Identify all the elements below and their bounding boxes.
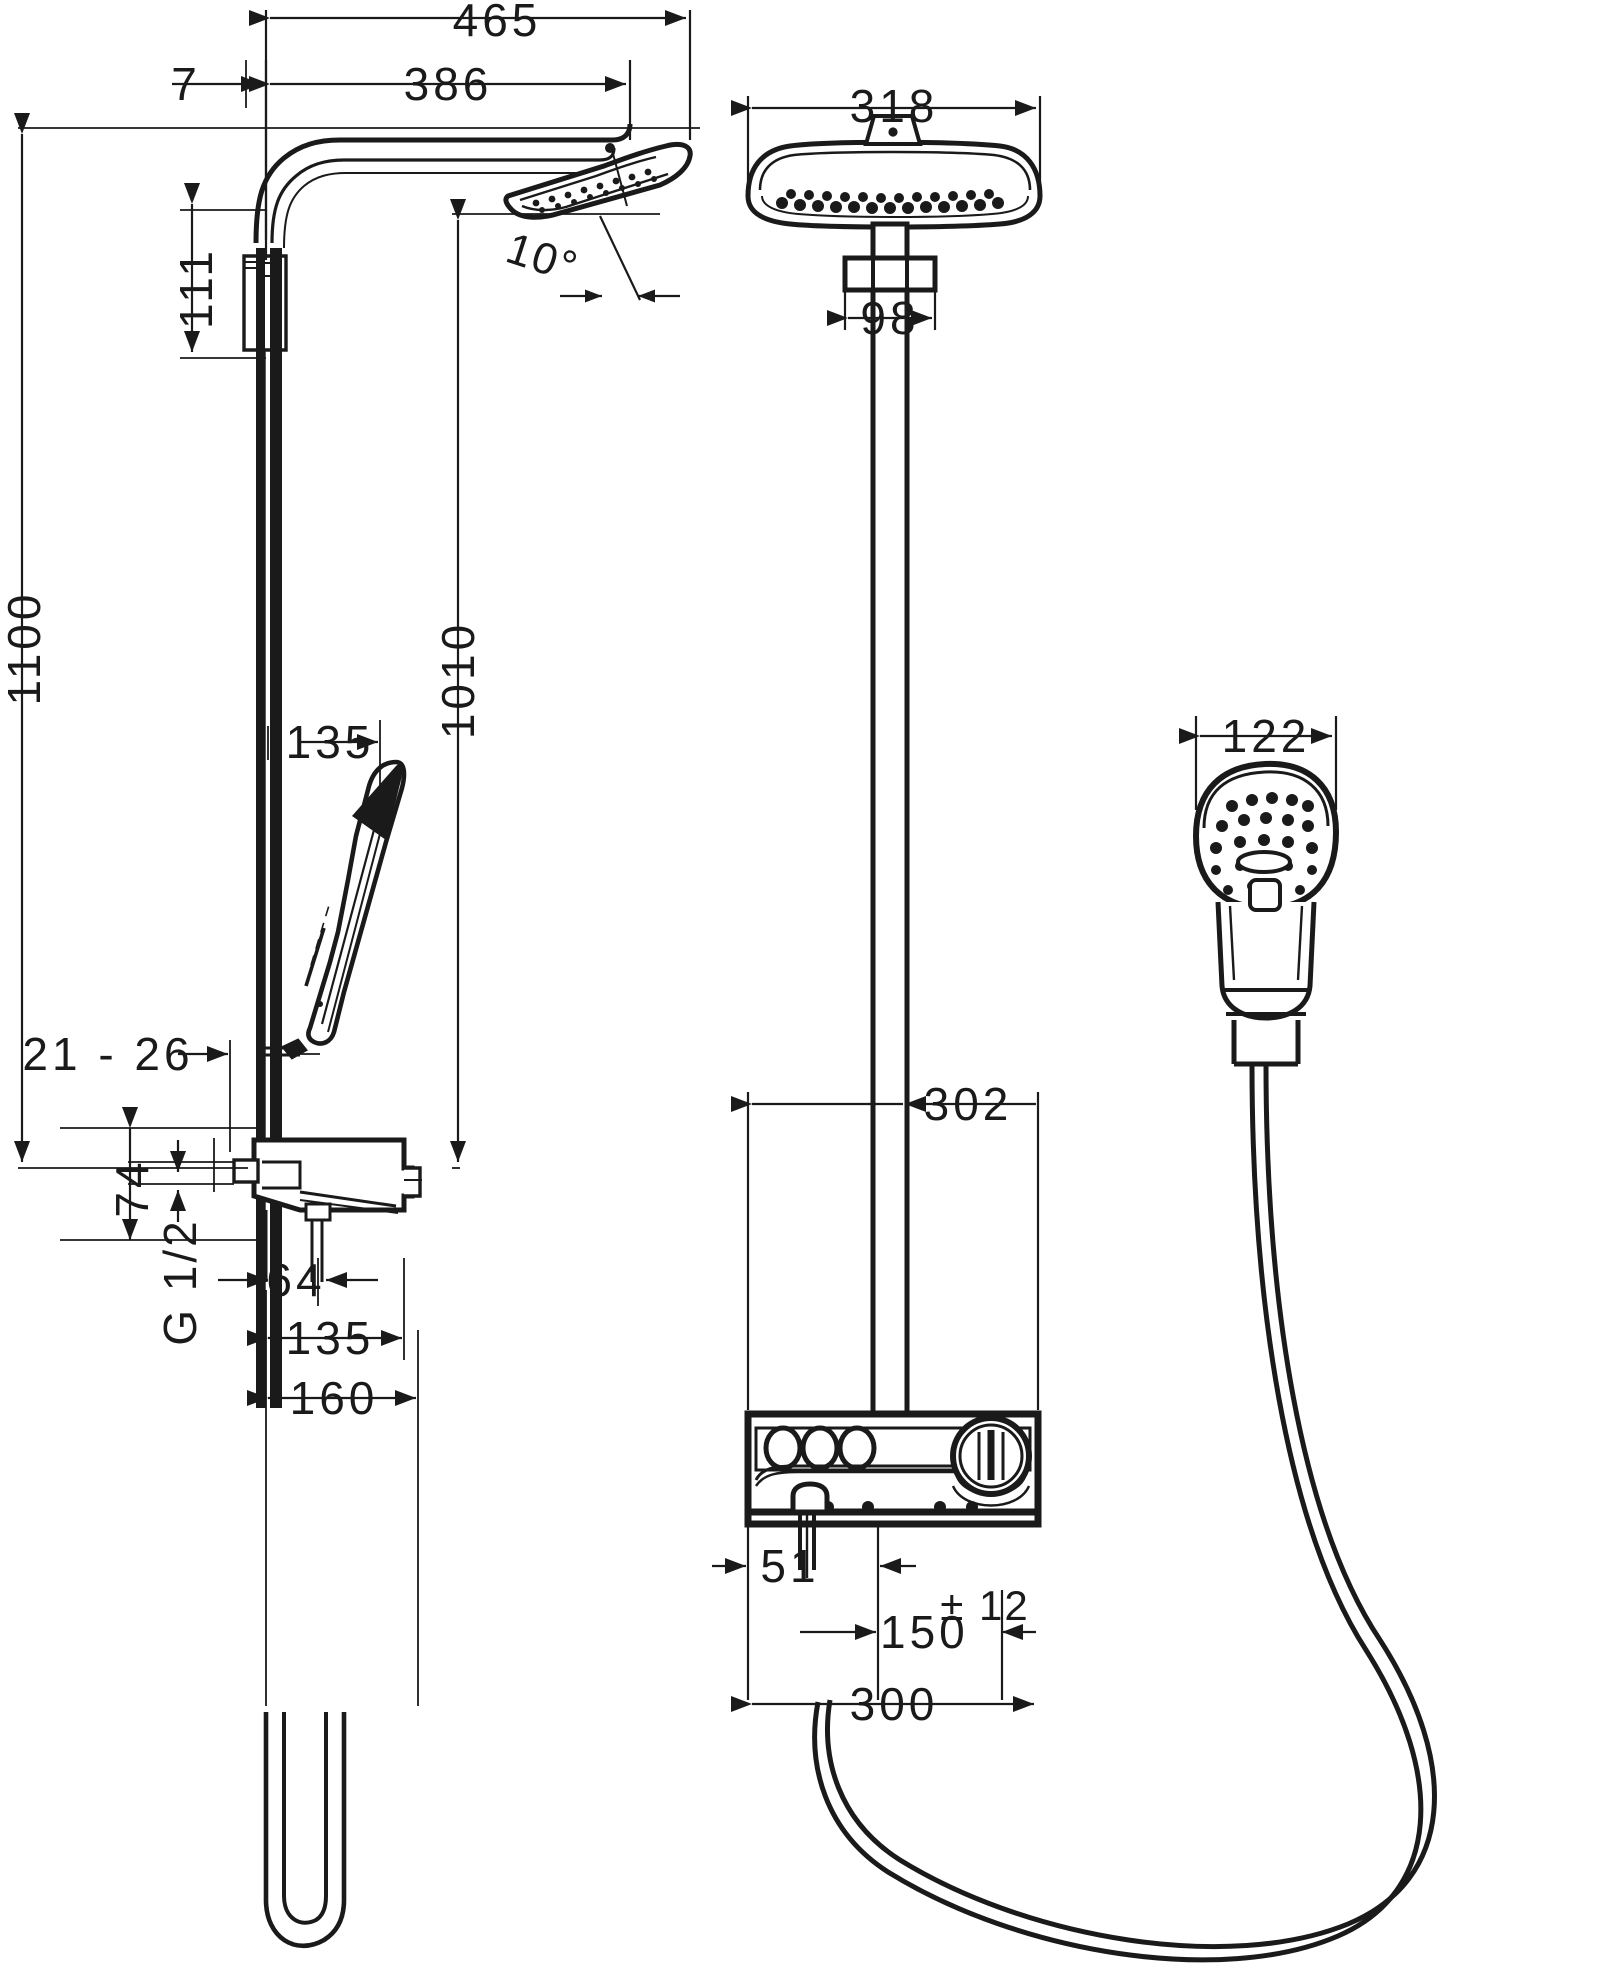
- dim-300: 300: [850, 1678, 939, 1730]
- dim-g-half-inch: G 1/2: [154, 1218, 206, 1346]
- side-view-geometry: [232, 123, 693, 1949]
- temperature-dial: [950, 1415, 1032, 1507]
- dim-10-degrees: 10°: [500, 224, 584, 293]
- side-view-dimension-labels: 465 386 7 1100 1010 111 10° 135 21 - 26 …: [0, 0, 585, 1424]
- thermostat-button-1: [763, 1425, 803, 1471]
- dim-1100: 1100: [0, 591, 50, 706]
- dim-21-26: 21 - 26: [22, 1028, 193, 1080]
- front-view-dimension-labels: 318 98 302 51 150 ± 12 300 122: [760, 80, 1311, 1730]
- dim-465: 465: [453, 0, 542, 46]
- dim-302: 302: [924, 1078, 1013, 1130]
- dim-51: 51: [760, 1540, 819, 1592]
- dim-318: 318: [850, 80, 939, 132]
- dim-122: 122: [1222, 710, 1311, 762]
- side-view-dimensions: [14, 10, 700, 1706]
- front-view-dimensions: [712, 96, 1338, 1712]
- thermostat-button-2: [800, 1425, 840, 1471]
- dim-7: 7: [171, 58, 201, 110]
- thermostat-button-3: [837, 1425, 877, 1471]
- dim-160: 160: [290, 1372, 379, 1424]
- dim-74: 74: [106, 1158, 158, 1217]
- dim-386: 386: [404, 58, 493, 110]
- dim-135-holder: 135: [286, 716, 375, 768]
- dim-1010: 1010: [432, 621, 484, 739]
- dim-111: 111: [170, 247, 222, 329]
- front-view-geometry: [744, 114, 1437, 1963]
- dim-98: 98: [860, 292, 919, 344]
- hand-shower-front: [1192, 760, 1340, 1067]
- dim-150: 150: [880, 1606, 969, 1658]
- dim-135-base: 135: [286, 1312, 375, 1364]
- dim-150-tolerance: ± 12: [940, 1582, 1029, 1629]
- dim-64: 64: [266, 1254, 325, 1306]
